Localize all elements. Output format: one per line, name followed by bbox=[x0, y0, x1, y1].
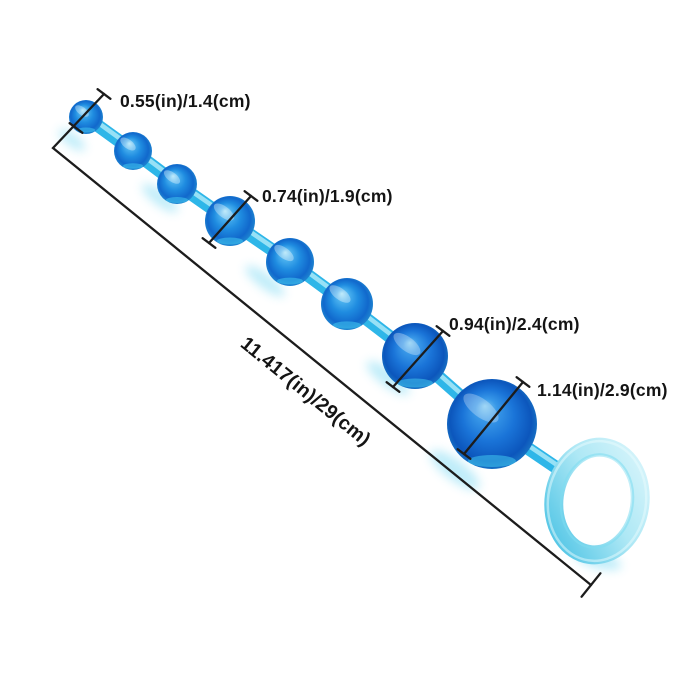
bead-5 bbox=[266, 238, 314, 286]
pull-ring bbox=[544, 437, 650, 565]
diameter-line-xlarge bbox=[462, 380, 525, 456]
pull-ring-band bbox=[544, 437, 650, 565]
dim-label-large: 0.94(in)/2.4(cm) bbox=[449, 314, 580, 334]
diameter-line-large bbox=[391, 329, 445, 389]
bead-2 bbox=[114, 132, 152, 170]
dim-label-xlarge: 1.14(in)/2.9(cm) bbox=[537, 380, 668, 400]
bead-8 bbox=[447, 379, 537, 469]
pull-ring-outer-highlight bbox=[546, 439, 648, 563]
bead-7 bbox=[382, 323, 448, 389]
dim-label-small: 0.55(in)/1.4(cm) bbox=[120, 91, 251, 111]
dimension-lines bbox=[51, 88, 602, 598]
tick-large-lower bbox=[385, 381, 401, 393]
dimension-endcap-total bbox=[580, 572, 602, 598]
dim-label-medium: 0.74(in)/1.9(cm) bbox=[262, 186, 393, 206]
pull-ring-inner-edge bbox=[559, 453, 635, 549]
glow-shadow bbox=[245, 265, 285, 297]
bead-1 bbox=[69, 100, 103, 134]
glow-shadow bbox=[141, 183, 179, 213]
glow-shadow bbox=[366, 361, 410, 395]
tick-small-upper bbox=[96, 88, 112, 100]
tick-small-lower bbox=[68, 122, 84, 134]
tick-large-upper bbox=[435, 325, 451, 337]
dimension-line-total bbox=[51, 92, 593, 587]
tick-medium-lower bbox=[201, 237, 217, 249]
diameter-line-medium bbox=[207, 194, 253, 245]
glow-shadow bbox=[430, 450, 480, 490]
tick-xlarge-lower bbox=[456, 448, 472, 460]
bead-3 bbox=[157, 164, 197, 204]
bead-6 bbox=[321, 278, 373, 330]
tick-xlarge-upper bbox=[515, 376, 531, 388]
tick-medium-upper bbox=[243, 190, 259, 202]
